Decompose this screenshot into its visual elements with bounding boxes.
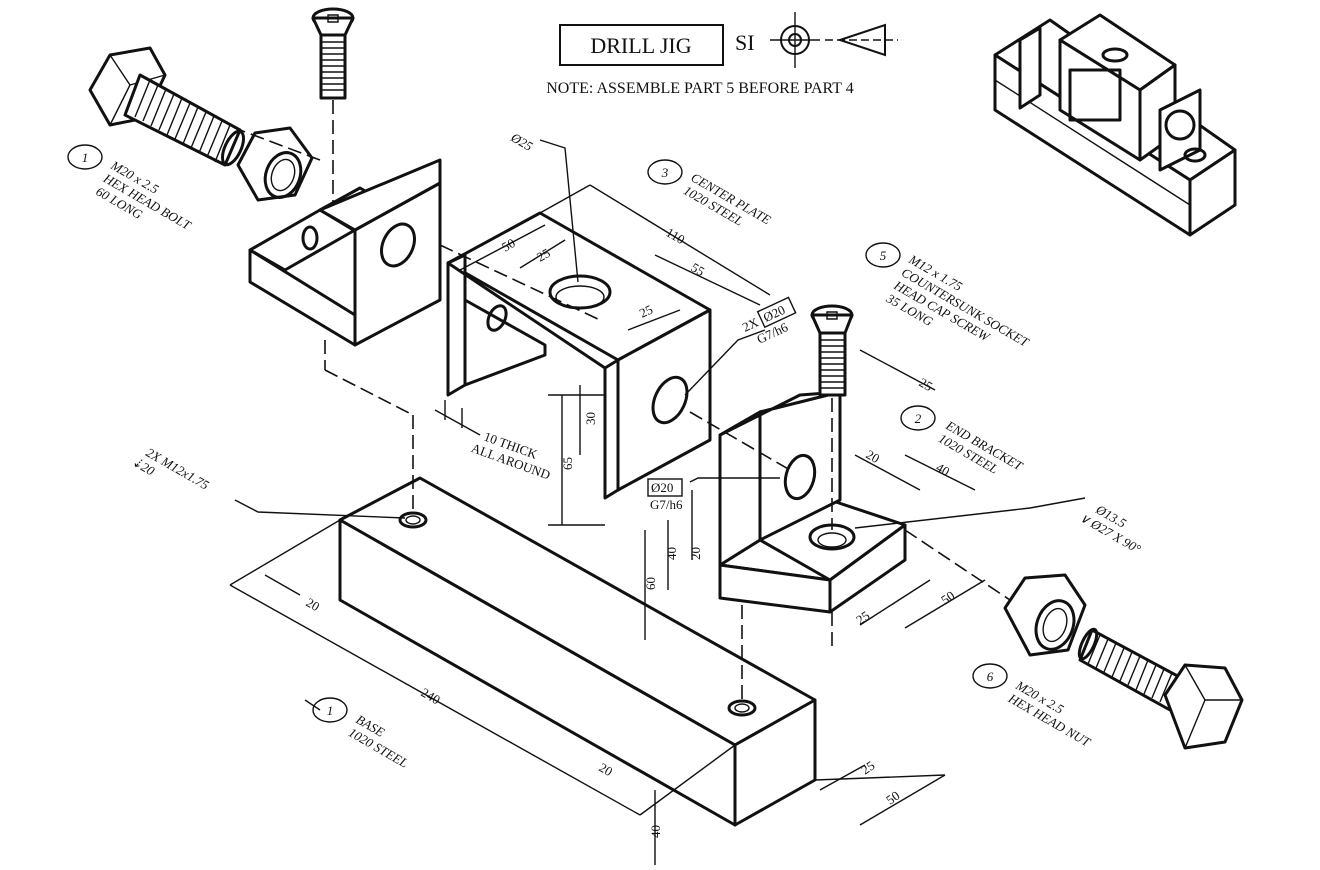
balloon-2-number: 2 — [915, 411, 922, 426]
callout-part-5: 5 M12 x 1.75 COUNTERSUNK SOCKET HEAD CAP… — [865, 242, 1032, 350]
end-bracket-part-2 — [718, 390, 907, 614]
dim-bracket-hole-20: 20 — [688, 547, 703, 560]
assembly-note: NOTE: ASSEMBLE PART 5 BEFORE PART 4 — [546, 80, 854, 97]
hex-nut-part-6 — [1003, 573, 1087, 657]
left-bracket-base-front — [248, 248, 357, 347]
hex-nut-left — [236, 126, 314, 202]
left-bracket-hole — [380, 222, 416, 268]
hole-dia-callout: Ø25 — [508, 129, 536, 154]
drawing-title: DRILL JIG — [590, 33, 691, 58]
base-part-1 — [338, 476, 817, 827]
balloon-1 — [312, 697, 348, 723]
dim-plate-leg: 55 — [689, 260, 708, 279]
balloon-4-number: 1 — [82, 150, 89, 165]
dim-plate-height: 65 — [560, 457, 575, 470]
plate-inner-leg — [463, 298, 547, 387]
dim-bracket-height: 60 — [643, 577, 658, 590]
assembly-centerlines — [239, 100, 1011, 700]
dim-base-hole-offset: 20 — [304, 595, 323, 614]
balloon-1-number: 1 — [327, 703, 334, 718]
callout-part-6: 6 M20 x 2.5 HEX HEAD NUT — [972, 663, 1094, 750]
dim-base-length: 240 — [419, 685, 443, 708]
hex-bolt-part-4 — [88, 46, 246, 167]
assembled-view — [993, 13, 1237, 237]
cap-screw-part-5 — [810, 304, 854, 397]
plate-right-edge — [603, 358, 620, 500]
bracket-base-end — [828, 523, 907, 614]
dim-plate-hole-pos: 25 — [534, 245, 553, 264]
dim-base-height: 40 — [648, 825, 663, 838]
dim-plate-side-hole: 25 — [637, 302, 655, 321]
dim-plate-length: 110 — [664, 225, 688, 248]
callout-part-1: 1 BASE 1020 STEEL — [312, 697, 411, 771]
hex-bolt-right — [1077, 627, 1244, 750]
dim-bracket-x40: 40 — [934, 460, 953, 479]
dim-bracket-x20: 20 — [864, 447, 883, 466]
dim-base-end-offset: 20 — [597, 760, 616, 779]
dim-bracket-top-25: 25 — [917, 375, 936, 394]
dim-plate-depth: 50 — [499, 235, 518, 254]
title-block: DRILL JIG SI NOTE: ASSEMBLE PART 5 BEFOR… — [546, 12, 898, 97]
balloon-3-number: 3 — [661, 165, 669, 180]
balloon-2 — [900, 405, 936, 431]
title-box — [559, 24, 724, 66]
dimension-lines — [229, 184, 986, 865]
first-angle-projection-symbol — [770, 12, 898, 68]
balloon-6-number: 6 — [987, 669, 994, 684]
fit-dia-2: Ø20 — [651, 480, 673, 495]
leaders — [234, 139, 1086, 711]
bracket-upright-hole — [783, 453, 817, 501]
callout-part-3: 3 CENTER PLATE 1020 STEEL — [647, 159, 774, 229]
bracket-upright-side — [718, 410, 762, 567]
balloon-3 — [647, 159, 683, 185]
plate-side-hole — [651, 375, 689, 425]
dim-bracket-w50: 50 — [938, 588, 957, 608]
callout-part-4: 1 M20 x 2.5 HEX HEAD BOLT 60 LONG — [67, 144, 194, 233]
units-label: SI — [735, 30, 755, 55]
left-end-bracket — [248, 158, 442, 347]
balloon-5-number: 5 — [880, 248, 887, 263]
base-tapped-hole-1 — [398, 511, 428, 529]
dim-base-width: 50 — [883, 788, 902, 808]
fit-class-2: G7/h6 — [650, 497, 683, 512]
cap-screw-top — [311, 7, 355, 100]
dim-base-half-width: 25 — [858, 758, 877, 778]
dim-bracket-hole-40: 40 — [664, 547, 679, 560]
base-tapped-hole-2 — [727, 699, 757, 717]
balloon-4 — [67, 144, 103, 170]
callout-part-2: 2 END BRACKET 1020 STEEL — [900, 405, 1026, 477]
dim-bracket-w25: 25 — [853, 608, 872, 628]
bolt-4-threads — [134, 79, 231, 163]
balloon-5 — [865, 242, 901, 268]
balloon-6 — [972, 663, 1008, 689]
dim-plate-hole-height: 30 — [583, 412, 598, 425]
plate-left-leg — [446, 253, 467, 397]
fit-prefix-1: 2X — [740, 314, 761, 335]
